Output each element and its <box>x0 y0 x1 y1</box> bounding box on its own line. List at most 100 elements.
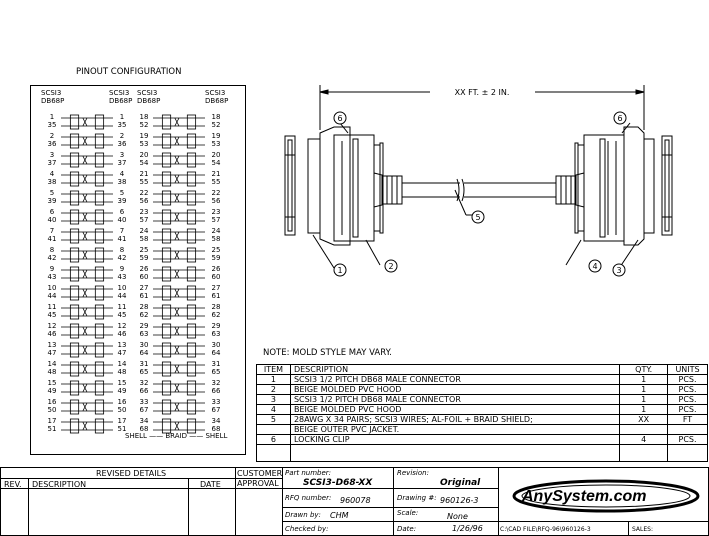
callout-6-left <box>333 111 347 125</box>
bom-units: PCS. <box>667 404 708 415</box>
pin-number: 3 <box>119 151 125 159</box>
pin-number: 26 <box>139 265 149 273</box>
pinout-title: PINOUT CONFIGURATION <box>76 67 182 77</box>
rule <box>188 478 189 536</box>
pin-number: 48 <box>47 368 57 376</box>
pin-number: 27 <box>211 284 221 292</box>
revision-value: Original <box>440 478 481 488</box>
pin-number: 4 <box>49 170 55 178</box>
pin-number: 25 <box>211 246 221 254</box>
pin-number: 28 <box>139 303 149 311</box>
pin-number: 55 <box>211 178 221 186</box>
scale-label: Scale: <box>397 509 419 517</box>
scale-value: None <box>447 512 468 521</box>
pin-wire-icon <box>61 247 113 263</box>
mold-note: NOTE: MOLD STYLE MAY VARY. <box>263 348 392 358</box>
bom-row: 4 BEIGE MOLDED PVC HOOD 1 PCS. <box>256 404 708 415</box>
pin-number: 8 <box>119 246 125 254</box>
callout-2 <box>384 259 398 273</box>
pin-number: 44 <box>117 292 127 300</box>
bom-item: 5 <box>256 414 291 425</box>
pin-number: 36 <box>47 140 57 148</box>
pin-number: 60 <box>211 273 221 281</box>
pin-number: 8 <box>49 246 55 254</box>
pin-number: 13 <box>47 341 57 349</box>
revision-label: Revision: <box>397 469 429 477</box>
pin-number: 7 <box>49 227 55 235</box>
pin-wire-icon <box>61 380 113 396</box>
pin-number: 56 <box>211 197 221 205</box>
bom-desc: BEIGE OUTER PVC JACKET. <box>289 424 621 435</box>
cable-drawing: XX FT. ± 2 IN. 6 6 1 2 5 4 3 <box>284 85 673 277</box>
rule <box>628 521 629 536</box>
pin-wire-icon <box>61 304 113 320</box>
pin-number: 17 <box>47 417 57 425</box>
pin-number: 59 <box>211 254 221 262</box>
pin-number: 2 <box>49 132 55 140</box>
pin-number: 63 <box>211 330 221 338</box>
pin-number: 20 <box>139 151 149 159</box>
bom-item: 4 <box>256 404 291 415</box>
pin-number: 46 <box>117 330 127 338</box>
bom-row: 2 BEIGE MOLDED PVC HOOD 1 PCS. <box>256 384 708 395</box>
pin-number: 21 <box>139 170 149 178</box>
pin-number: 47 <box>47 349 57 357</box>
bom-qty: 1 <box>619 394 669 405</box>
pin-number: 20 <box>211 151 221 159</box>
pin-wire-icon <box>153 152 205 168</box>
pin-number: 14 <box>47 360 57 368</box>
rev-desc-header: DESCRIPTION <box>32 480 87 489</box>
callout-4 <box>588 259 602 273</box>
pin-number: 60 <box>139 273 149 281</box>
pin-number: 27 <box>139 284 149 292</box>
pin-number: 57 <box>139 216 149 224</box>
pin-number: 29 <box>139 322 149 330</box>
pin-number: 54 <box>139 159 149 167</box>
pin-number: 43 <box>117 273 127 281</box>
date-value: 1/26/96 <box>452 524 483 533</box>
pin-wire-icon <box>153 323 205 339</box>
pin-wire-icon <box>61 152 113 168</box>
pin-number: 3 <box>49 151 55 159</box>
pin-wire-icon <box>153 380 205 396</box>
pin-wire-icon <box>61 266 113 282</box>
pin-number: 43 <box>47 273 57 281</box>
pin-wire-icon <box>61 285 113 301</box>
pin-number: 10 <box>117 284 127 292</box>
pin-number: 10 <box>47 284 57 292</box>
bom-blank-cell <box>667 444 708 462</box>
pin-number: 13 <box>117 341 127 349</box>
pin-wire-icon <box>61 114 113 130</box>
pin-number: 64 <box>211 349 221 357</box>
bom-item: 3 <box>256 394 291 405</box>
bom-table: ITEM DESCRIPTION QTY. UNITS 1 SCSI3 1/2 … <box>256 364 708 462</box>
checked-label: Checked by: <box>285 525 329 533</box>
pin-number: 32 <box>211 379 221 387</box>
pin-wire-icon <box>61 209 113 225</box>
pin-wire-icon <box>61 399 113 415</box>
rule <box>28 478 29 536</box>
bom-row: BEIGE OUTER PVC JACKET. <box>256 424 708 435</box>
pin-wire-icon <box>153 285 205 301</box>
pin-wire-icon <box>61 361 113 377</box>
callout-6-right <box>613 111 627 125</box>
pin-number: 15 <box>47 379 57 387</box>
bom-units: PCS. <box>667 384 708 395</box>
rule <box>498 467 499 536</box>
rule <box>235 467 236 536</box>
pin-number: 5 <box>119 189 125 197</box>
pin-number: 58 <box>211 235 221 243</box>
pin-number: 41 <box>47 235 57 243</box>
bom-units: PCS. <box>667 374 708 385</box>
pin-number: 32 <box>139 379 149 387</box>
pin-number: 40 <box>47 216 57 224</box>
pin-number: 48 <box>117 368 127 376</box>
pin-number: 5 <box>49 189 55 197</box>
pin-wire-icon <box>153 228 205 244</box>
file-path: C:\CAD FILE\RFQ-96\960126-3 <box>500 526 591 533</box>
pin-number: 18 <box>139 113 149 121</box>
bom-desc: LOCKING CLIP <box>289 434 621 445</box>
callout-5-label: 5 <box>475 213 480 222</box>
